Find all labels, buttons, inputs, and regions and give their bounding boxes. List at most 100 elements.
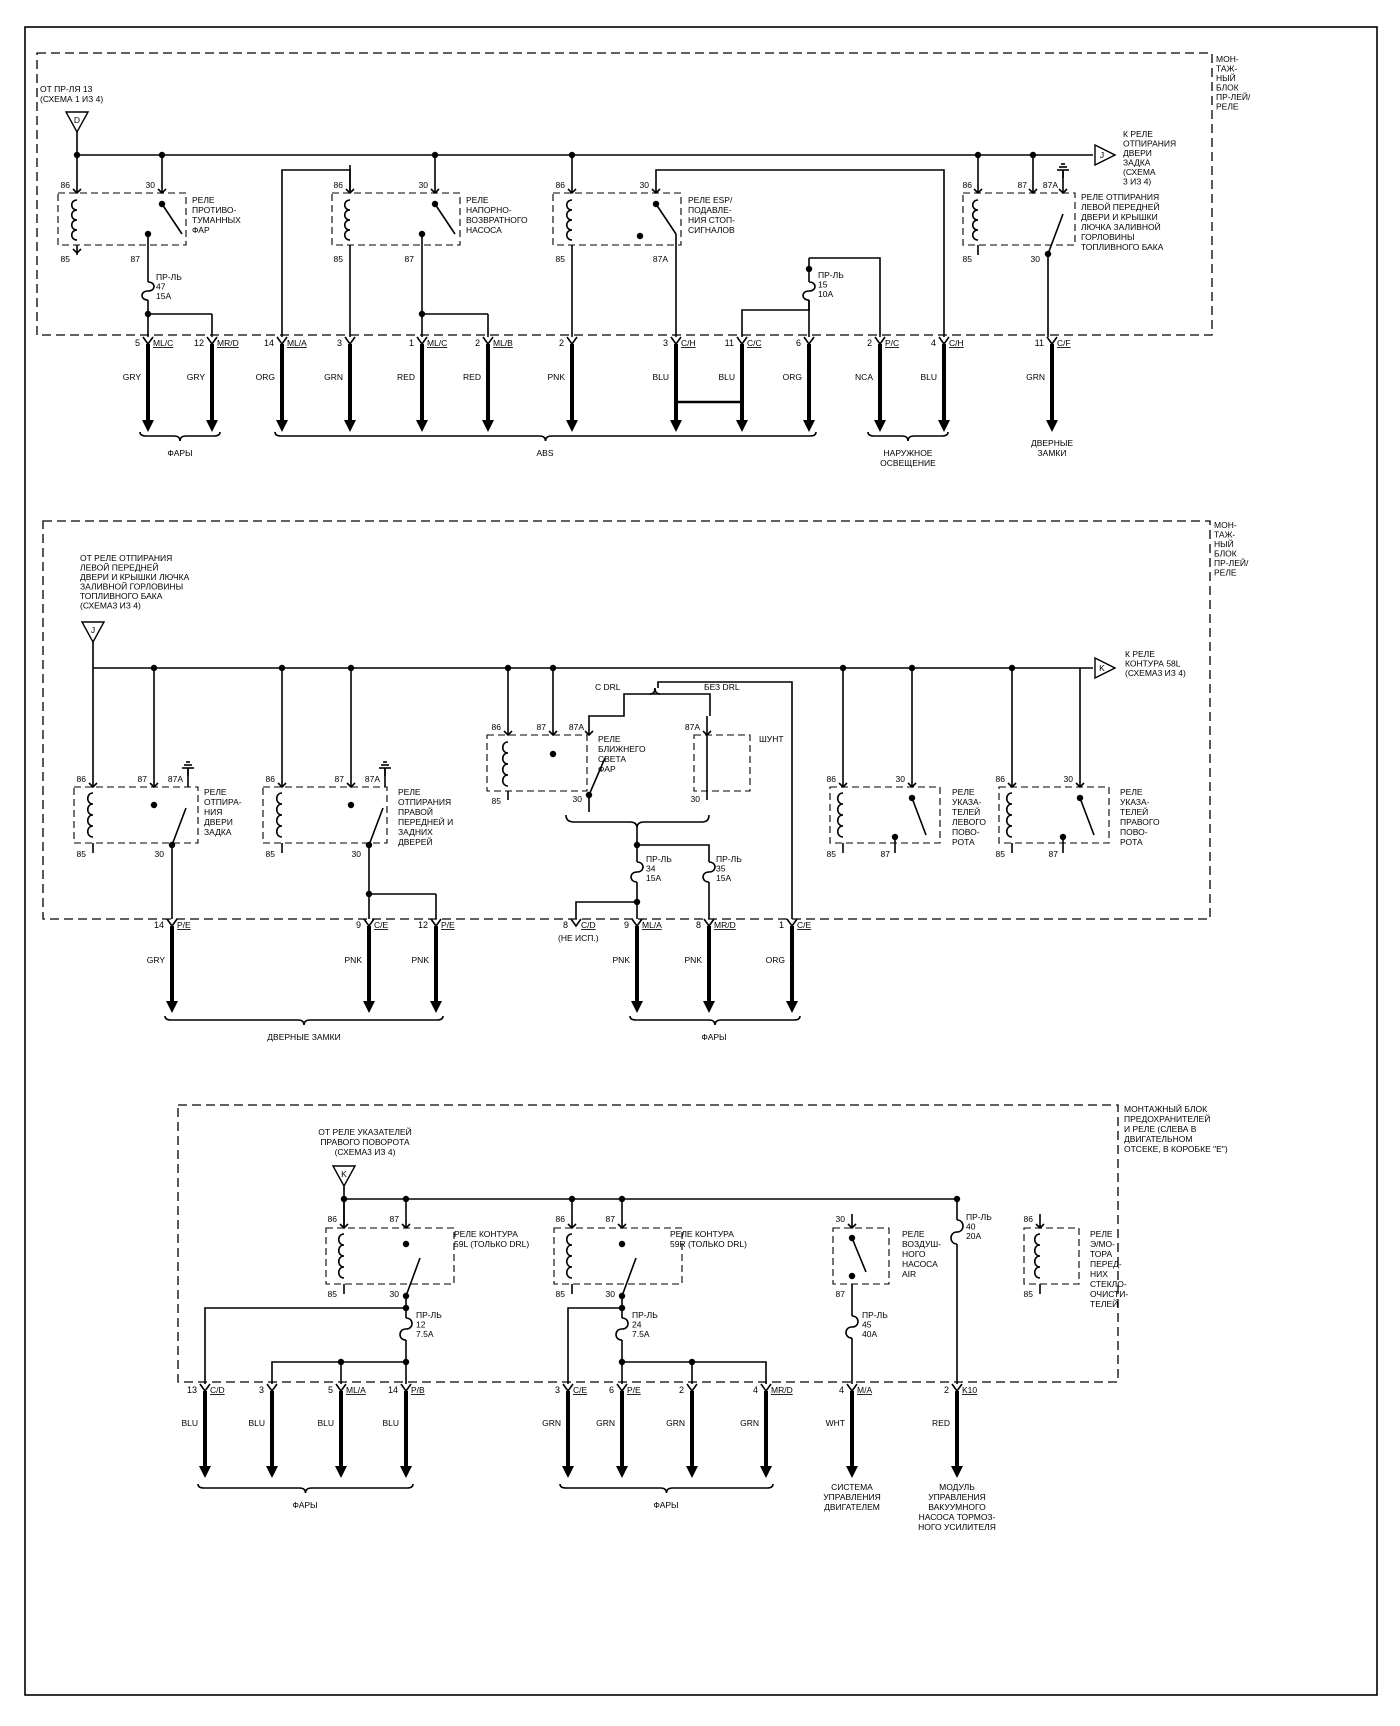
arrow-down-icon [363, 1001, 375, 1013]
wire-color: GRY [123, 372, 142, 382]
terminal-label: 86 [492, 722, 502, 732]
fuse-element [702, 861, 716, 883]
switch-pivot [848, 1234, 856, 1242]
source-arrow-icon [64, 111, 90, 134]
junction-dot [365, 890, 373, 898]
wire-color: GRY [147, 955, 166, 965]
arrow-down-icon [344, 420, 356, 432]
arrow-down-icon [874, 420, 886, 432]
terminal-label: 87 [836, 1289, 846, 1299]
terminal-label: 86 [996, 774, 1006, 784]
wire-color: GRN [596, 1418, 615, 1428]
terminal-label: 87 [138, 774, 148, 784]
wire-color: RED [932, 1418, 950, 1428]
wire [588, 700, 625, 735]
relay-esp-label: РЕЛЕ ESP/ПОДАВЛЕ-НИЯ СТОП-СИГНАЛОВ [688, 195, 735, 235]
terminal-label: 85 [266, 849, 276, 859]
relay-switch [161, 203, 183, 235]
terminal-label: 86 [328, 1214, 338, 1224]
connector-icon [803, 336, 815, 346]
connector-pin: 8 [696, 920, 701, 930]
target-arrow-icon [1094, 143, 1117, 167]
terminal-label: 87A [168, 774, 183, 784]
connector-pin: 9 [624, 920, 629, 930]
terminal-label: 87 [131, 254, 141, 264]
group-headlights-label: ФАРЫ [653, 1500, 678, 1510]
connector-pin: 4 [839, 1385, 844, 1395]
terminal-label: 85 [963, 254, 973, 264]
wire-color: PNK [548, 372, 566, 382]
terminal-label: 30 [146, 180, 156, 190]
arrow-down-icon [199, 1466, 211, 1478]
relay-coil [565, 1233, 573, 1279]
arrow-down-icon [1046, 420, 1058, 432]
branch-icon [649, 687, 661, 695]
wire-color: BLU [920, 372, 937, 382]
fuse-element [950, 1219, 964, 1245]
terminal-label: 30 [640, 180, 650, 190]
relay-switch [621, 1257, 637, 1297]
connector-icon [400, 1383, 412, 1393]
arrow-down-icon [951, 1466, 963, 1478]
relay-box [262, 786, 388, 844]
relay-box [325, 1227, 455, 1285]
arrow-down-icon [335, 1466, 347, 1478]
connector-icon [335, 1383, 347, 1393]
fuse-element [845, 1315, 859, 1339]
connector-icon [951, 1383, 963, 1393]
terminal-label: 87A [653, 254, 668, 264]
relay-coil [86, 792, 94, 838]
terminal-label: 87A [685, 722, 700, 732]
terminal-label: 86 [556, 180, 566, 190]
arrow-down-icon [670, 420, 682, 432]
relay-box [1023, 1227, 1080, 1285]
connector-icon [562, 1383, 574, 1393]
terminal-icon [346, 782, 356, 789]
connector-pin: 13 [187, 1385, 197, 1395]
relay-box [962, 192, 1076, 246]
connector-code: ML/A [287, 338, 307, 348]
junction-dot [347, 801, 355, 809]
source-arrow-icon [80, 621, 106, 644]
junction-dot [402, 1358, 410, 1366]
terminal-label: 85 [492, 796, 502, 806]
connector-pin: 2 [867, 338, 872, 348]
terminal-icon [72, 188, 82, 195]
wire-color: WHT [826, 1418, 845, 1428]
terminal-label: 30 [1064, 774, 1074, 784]
arrow-down-icon [786, 1001, 798, 1013]
arrow-down-icon [760, 1466, 772, 1478]
source-arrow-icon [331, 1165, 357, 1188]
terminal-icon [548, 730, 558, 737]
wire-color: PNK [345, 955, 363, 965]
wire [741, 300, 810, 337]
terminal-label: 87 [1049, 849, 1059, 859]
arrow-down-icon [846, 1466, 858, 1478]
terminal-label: 86 [334, 180, 344, 190]
terminal-label: 86 [77, 774, 87, 784]
relay-box [552, 192, 682, 246]
arrow-down-icon [482, 420, 494, 432]
terminal-label: 85 [61, 254, 71, 264]
terminal-label: 87 [606, 1214, 616, 1224]
connector-code: P/E [627, 1385, 641, 1395]
target-letter: K [1099, 663, 1105, 673]
wire-color: PNK [412, 955, 430, 965]
terminal-icon [838, 782, 848, 789]
target-letter: J [1100, 150, 1104, 160]
junction-dot [150, 801, 158, 809]
wire [657, 681, 793, 919]
relay-switch [588, 757, 606, 796]
connector-icon [670, 336, 682, 346]
fuse-element [399, 1317, 413, 1341]
junction-dot [418, 310, 426, 318]
